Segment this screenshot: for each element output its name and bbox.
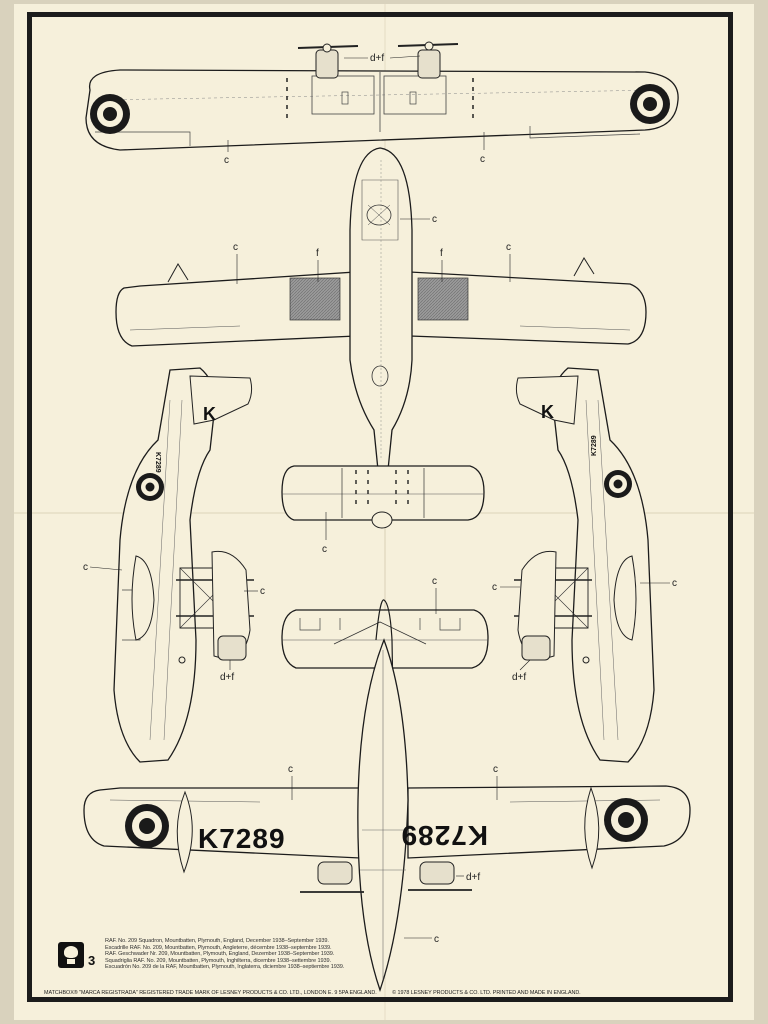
legend-line-es: Escuadrón No. 209 de la RAF, Mountbatten… (105, 964, 345, 971)
callout-label: c (506, 242, 511, 253)
legend-line-de: RAF. Geschwader Nr. 209, Mountbatten, Pl… (105, 951, 335, 958)
footer: MATCHBOX® "MARCA REGISTRADA" REGISTERED … (44, 990, 724, 996)
legend-line-fr: Escadrille RAF. No. 209, Mountbatten, Pl… (105, 944, 332, 951)
sheet-number: 3 (88, 953, 96, 968)
wing-serial-left: K7289 (198, 823, 286, 854)
serial-text: K7289 (591, 435, 598, 456)
trademark-text: MATCHBOX® "MARCA REGISTRADA" REGISTERED … (44, 990, 377, 996)
callout-label: c (233, 242, 238, 253)
legend-line-it: Squadriglia RAF. No. 209, Mountbatten, P… (105, 957, 331, 964)
hull-lower-wing-plan (115, 147, 647, 529)
roundel-icon (90, 94, 130, 134)
roundel-icon (630, 84, 670, 124)
callout-label: d+f (220, 672, 234, 683)
callout-label: c (493, 764, 498, 775)
callout-label: c (492, 582, 497, 593)
left-side-view: K K7289 (113, 367, 254, 763)
legend-line-en: RAF. No. 209 Squadron, Mountbatten, Plym… (105, 938, 329, 944)
callout-label: c (432, 214, 437, 225)
tail-under-view (281, 599, 489, 761)
lower-wing-plan (83, 638, 691, 993)
code-letter: K (203, 404, 216, 424)
code-letter: K (541, 402, 554, 422)
callout-label: c (260, 586, 265, 597)
callout-label: c (432, 576, 437, 587)
callout-label: c (288, 764, 293, 775)
callout-label: f (440, 248, 443, 259)
livery-legend: RAF. No. 209 Squadron, Mountbatten, Plym… (105, 938, 425, 971)
copyright-text: © 1978 LESNEY PRODUCTS & CO. LTD. PRINTE… (392, 990, 581, 996)
upper-wing-plan (85, 41, 679, 151)
serial-text: K7289 (154, 452, 161, 473)
callout-label: c (224, 155, 229, 166)
callout-label: d+f (370, 53, 384, 64)
sheet-border (27, 12, 733, 1002)
callout-label: c (480, 154, 485, 165)
callout-label: d+f (512, 672, 526, 683)
callout-label: c (322, 544, 327, 555)
wing-serial-right: K7289 (400, 820, 488, 851)
callout-label: f (316, 248, 319, 259)
callout-label: d+f (466, 872, 480, 883)
callout-label: c (83, 562, 88, 573)
callout-label: c (434, 934, 439, 945)
callout-label: c (672, 578, 677, 589)
right-side-view (514, 367, 655, 763)
lightbulb-icon (58, 942, 84, 968)
